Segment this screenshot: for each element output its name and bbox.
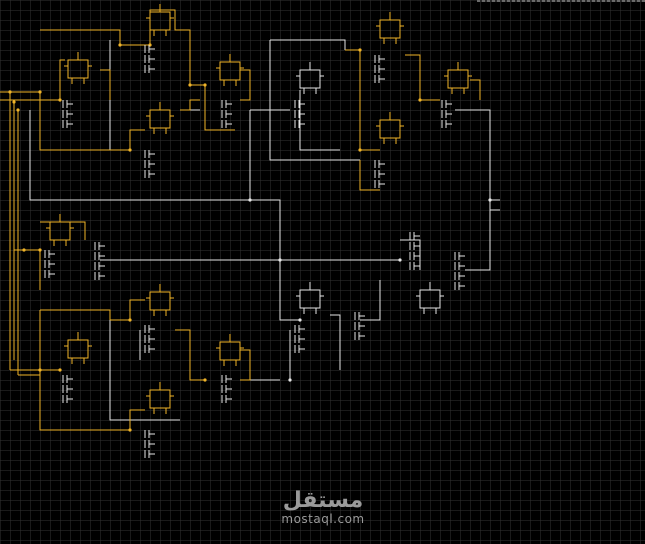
junction-dot — [38, 90, 42, 94]
junction-dot — [248, 198, 252, 202]
scrollbar-strip[interactable] — [477, 0, 645, 2]
transistor-stack — [144, 45, 155, 73]
inactive-wires — [29, 39, 500, 421]
junction-dot — [58, 98, 62, 102]
junction-dot — [358, 148, 362, 152]
wire — [40, 309, 111, 320]
wire — [100, 69, 111, 100]
junction-dot — [12, 100, 16, 104]
wire — [400, 239, 421, 270]
transistor-stack — [294, 100, 305, 128]
junction-dot — [398, 258, 402, 262]
junction-dot — [128, 428, 132, 432]
wire — [405, 54, 440, 101]
wire — [180, 99, 200, 111]
wire — [269, 40, 360, 161]
gate-block[interactable] — [376, 112, 404, 144]
junction-dot — [288, 378, 292, 382]
junction-dot — [488, 198, 492, 202]
wire — [240, 349, 251, 381]
transistor-stack — [374, 160, 385, 188]
junction-dot — [298, 318, 302, 322]
transistor-stack — [221, 375, 232, 403]
junction-dot — [8, 90, 12, 94]
transistor-stack — [454, 252, 465, 290]
gate-block[interactable] — [444, 62, 472, 94]
junction-dot — [22, 248, 26, 252]
wire — [109, 320, 180, 421]
gate-block[interactable] — [46, 214, 74, 246]
transistor-stack — [62, 375, 73, 403]
wire — [129, 409, 145, 430]
watermark-text: mostaql.com — [281, 512, 365, 526]
gate-block[interactable] — [146, 102, 174, 134]
transistor-stack — [62, 100, 73, 128]
junction-dot — [203, 378, 207, 382]
wire — [120, 9, 205, 86]
watermark: مستقل mostaql.com — [268, 488, 378, 527]
wire — [40, 29, 121, 45]
active-wires — [0, 9, 481, 432]
junction-dot — [128, 318, 132, 322]
wire — [299, 90, 340, 151]
transistor-stack — [374, 55, 385, 83]
gate-block[interactable] — [146, 382, 174, 414]
watermark-logo: مستقل — [282, 488, 364, 513]
gate-block[interactable] — [416, 282, 444, 314]
wire — [359, 160, 380, 191]
junction-dot — [203, 83, 207, 87]
transistor-stack — [409, 232, 420, 270]
transistor-stack — [44, 250, 55, 278]
wire — [29, 110, 300, 321]
wire — [470, 79, 481, 100]
junction-dot — [118, 43, 122, 47]
wire — [59, 59, 65, 100]
wire — [345, 49, 380, 151]
gate-block[interactable] — [216, 334, 244, 366]
wire — [270, 39, 346, 50]
transistor-stack — [441, 100, 452, 128]
gate-block[interactable] — [64, 332, 92, 364]
wire — [330, 314, 341, 370]
wire — [0, 91, 130, 151]
gate-block[interactable] — [64, 52, 92, 84]
wire — [175, 329, 205, 381]
wire — [240, 69, 251, 101]
wire — [110, 299, 145, 321]
transistor-stack — [144, 430, 155, 458]
gate-block[interactable] — [376, 12, 404, 44]
junction-dot — [58, 368, 62, 372]
gate-block[interactable] — [296, 282, 324, 314]
transistor-stack — [94, 242, 105, 280]
junction-dot — [38, 248, 42, 252]
gate-block[interactable] — [146, 284, 174, 316]
wire — [39, 310, 130, 431]
transistor-stack — [221, 100, 232, 128]
junction-dot — [358, 48, 362, 52]
junction-dot — [278, 258, 282, 262]
wire — [129, 129, 145, 150]
gate-block[interactable] — [146, 4, 174, 36]
gate-layer — [44, 4, 472, 458]
junction-dot — [128, 148, 132, 152]
gate-block[interactable] — [296, 62, 324, 94]
transistor-stack — [294, 325, 305, 353]
junction-dot — [188, 83, 192, 87]
junction-dot — [418, 98, 422, 102]
wire — [360, 280, 381, 321]
transistor-stack — [144, 150, 155, 178]
transistor-stack — [354, 312, 365, 340]
gate-block[interactable] — [216, 54, 244, 86]
wire — [455, 109, 491, 271]
transistor-stack — [144, 325, 155, 353]
junction-dot — [38, 368, 42, 372]
junction-dot — [16, 108, 20, 112]
wire — [204, 85, 235, 131]
